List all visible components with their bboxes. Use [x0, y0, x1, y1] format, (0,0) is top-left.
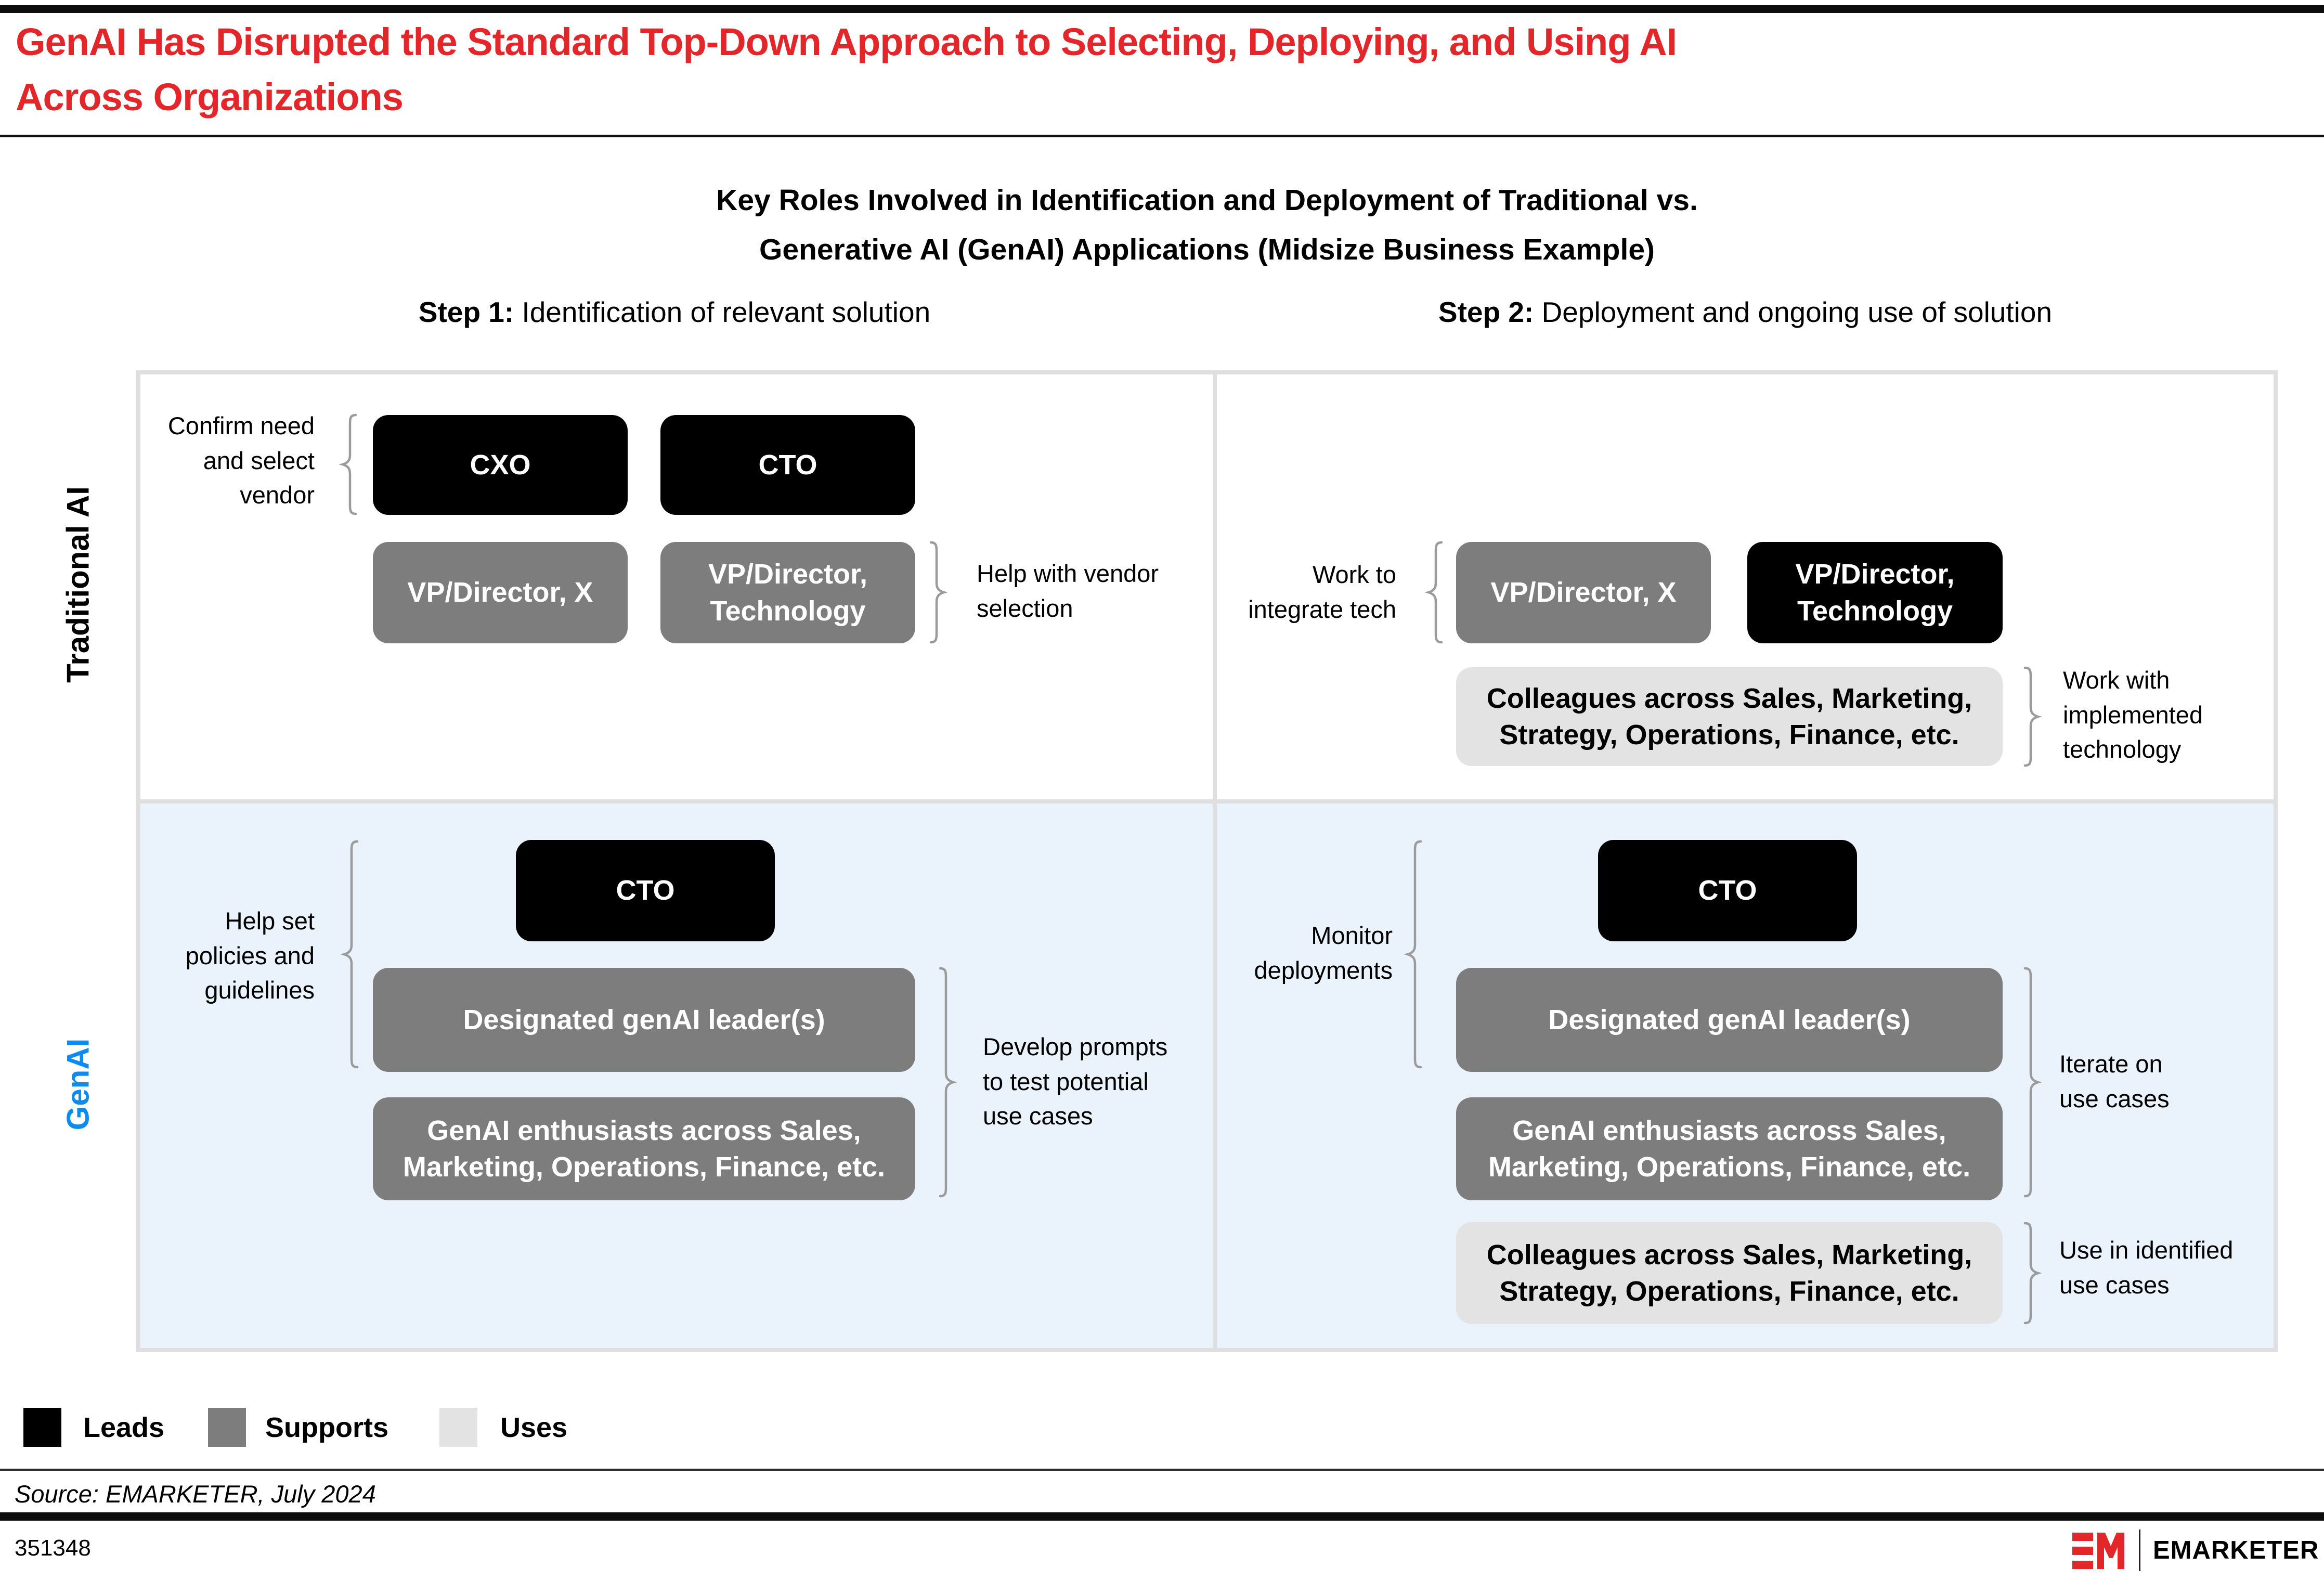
chart-id: 351348	[15, 1535, 91, 1561]
step2-header: Step 2: Deployment and ongoing use of so…	[1213, 295, 2278, 329]
box-colleagues-traditional: Colleagues across Sales, Marketing, Stra…	[1456, 667, 2003, 766]
box-cxo: CXO	[373, 415, 628, 515]
label-work-with-implemented: Work with implemented technology	[2063, 666, 2203, 763]
box-designated-leaders-step2: Designated genAI leader(s)	[1456, 968, 2003, 1072]
step1-header: Step 1: Identification of relevant solut…	[136, 295, 1213, 329]
label-develop-prompts: Develop prompts to test potential use ca…	[983, 1033, 1168, 1130]
box-colleagues-genai: Colleagues across Sales, Marketing, Stra…	[1456, 1222, 2003, 1324]
figure-subtitle-line1: Key Roles Involved in Identification and…	[716, 184, 1698, 217]
box-vp-director-technology-step2: VP/Director, Technology	[1747, 542, 2003, 643]
emarketer-logo-icon	[2072, 1533, 2124, 1569]
footer-rule	[0, 1512, 2324, 1521]
emarketer-wordmark: EMARKETER	[2153, 1530, 2319, 1571]
curly-brace-right-icon	[929, 541, 947, 644]
step2-header-text: Deployment and ongoing use of solution	[1534, 296, 2053, 328]
label-confirm-need: Confirm need and select vendor	[167, 412, 315, 509]
box-vp-director-technology-step1: VP/Director, Technology	[660, 542, 915, 643]
legend-swatch-supports	[208, 1408, 246, 1447]
curly-brace-left-icon	[1425, 541, 1443, 644]
curly-brace-left-icon	[339, 413, 357, 515]
box-vp-director-x-step2: VP/Director, X	[1456, 542, 1711, 643]
step1-header-prefix: Step 1:	[418, 296, 514, 328]
step2-header-prefix: Step 2:	[1438, 296, 1534, 328]
page-title-line1: GenAI Has Disrupted the Standard Top-Dow…	[16, 20, 1677, 63]
legend-label-uses: Uses	[500, 1408, 567, 1447]
logo-divider	[2139, 1530, 2140, 1571]
curly-brace-right-icon	[2023, 666, 2042, 767]
label-help-with-vendor: Help with vendor selection	[977, 560, 1159, 622]
row-label-traditional-ai: Traditional AI	[60, 486, 96, 683]
box-designated-leaders-step1: Designated genAI leader(s)	[373, 968, 915, 1072]
curly-brace-right-icon	[2023, 1222, 2042, 1325]
label-iterate-on-use-cases: Iterate on use cases	[2059, 1050, 2170, 1112]
figure-subtitle: Key Roles Involved in Identification and…	[136, 176, 2278, 275]
figure-subtitle-line2: Generative AI (GenAI) Applications (Mids…	[759, 233, 1655, 267]
legend-label-leads: Leads	[83, 1408, 164, 1447]
legend-swatch-uses	[439, 1408, 477, 1447]
curly-brace-right-icon	[2023, 967, 2042, 1198]
box-cto-genai-step2: CTO	[1598, 840, 1857, 941]
box-vp-director-x-step1: VP/Director, X	[373, 542, 628, 643]
source-rule	[0, 1469, 2324, 1471]
row-label-genai: GenAI	[60, 1038, 96, 1131]
legend-leads-text: Leads	[83, 1411, 165, 1443]
curly-brace-left-icon	[1404, 840, 1422, 1069]
legend-supports-text: Supports	[265, 1411, 388, 1443]
curly-brace-left-icon	[341, 840, 359, 1069]
curly-brace-right-icon	[939, 967, 957, 1198]
emarketer-wordmark-text: EMARKETER	[2153, 1536, 2319, 1564]
legend-label-supports: Supports	[265, 1408, 388, 1447]
label-use-in-identified: Use in identified use cases	[2059, 1236, 2234, 1299]
source-text: Source: EMARKETER, July 2024	[15, 1480, 376, 1508]
box-genai-enthusiasts-step2: GenAI enthusiasts across Sales, Marketin…	[1456, 1097, 2003, 1200]
box-genai-enthusiasts-step1: GenAI enthusiasts across Sales, Marketin…	[373, 1097, 915, 1200]
legend-swatch-leads	[23, 1408, 61, 1447]
column-divider	[1213, 374, 1217, 1348]
label-monitor-deployments: Monitor deployments	[1254, 922, 1393, 984]
box-cto-genai-step1: CTO	[516, 840, 775, 941]
label-help-set-policies: Help set policies and guidelines	[185, 907, 315, 1004]
legend-uses-text: Uses	[500, 1411, 568, 1443]
box-cto-traditional: CTO	[660, 415, 915, 515]
page-title: GenAI Has Disrupted the Standard Top-Dow…	[16, 15, 2304, 125]
step1-header-text: Identification of relevant solution	[514, 296, 931, 328]
label-work-to-integrate: Work to integrate tech	[1248, 561, 1396, 623]
title-rule	[0, 135, 2324, 137]
top-rule	[0, 5, 2324, 13]
page-title-line2: Across Organizations	[16, 75, 404, 119]
row-divider	[140, 799, 2274, 804]
